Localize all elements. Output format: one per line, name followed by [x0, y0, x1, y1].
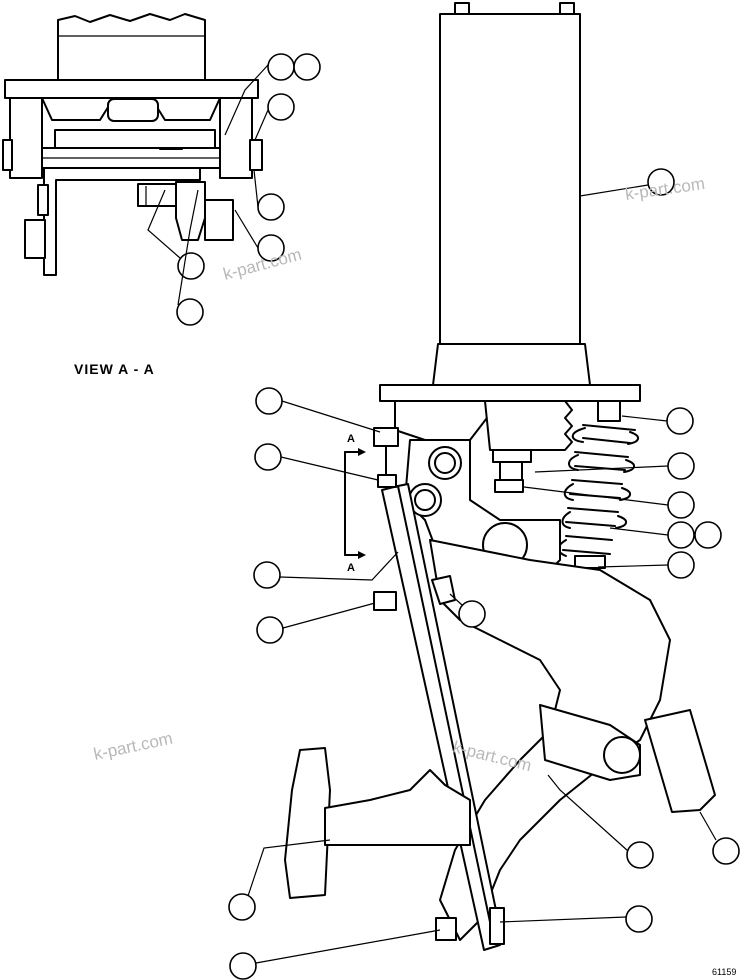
callout-bubble [176, 298, 204, 326]
callout-bubble [667, 452, 695, 480]
watermark: k-part.com [624, 174, 706, 204]
callouts [147, 53, 740, 980]
callout-bubble [267, 93, 295, 121]
callout-bubble [667, 491, 695, 519]
callout-bubble [228, 893, 256, 921]
callout-bubble [255, 387, 283, 415]
callout-bubble [229, 952, 257, 980]
callout-bubble [694, 521, 722, 549]
section-marker-top-label: A [347, 433, 355, 445]
callout-bubble [458, 600, 486, 628]
callout-bubble [626, 841, 654, 869]
callout-bubble [712, 837, 740, 865]
callout-bubble [293, 53, 321, 81]
spring [557, 400, 639, 569]
callout-bubble [177, 252, 205, 280]
view-a-a-detail [2, 13, 263, 276]
callout-bubble [267, 53, 295, 81]
main-assembly [284, 2, 716, 951]
callout-bubble [667, 521, 695, 549]
callout-bubble [666, 407, 694, 435]
callout-bubble [257, 193, 285, 221]
callout-bubble [253, 561, 281, 589]
callout-bubble [647, 168, 675, 196]
figure-number: 61159 [712, 967, 736, 977]
callout-bubble [667, 551, 695, 579]
callout-bubble [254, 443, 282, 471]
view-label: VIEW A - A [74, 361, 155, 377]
watermark: k-part.com [92, 729, 174, 764]
callout-bubble [625, 905, 653, 933]
callout-bubble [256, 616, 284, 644]
section-marker-bottom-label: A [347, 562, 355, 574]
section-marker: A A [344, 433, 366, 574]
